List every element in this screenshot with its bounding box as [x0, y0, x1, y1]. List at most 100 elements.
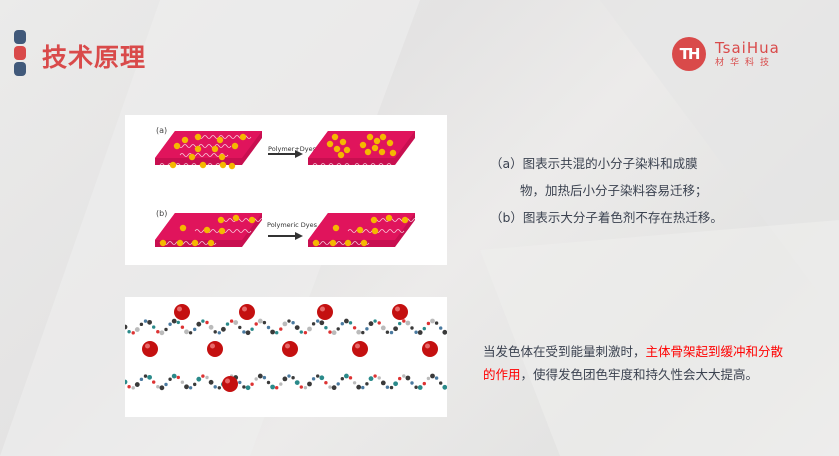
atom [282, 321, 288, 327]
atom [164, 327, 168, 332]
dye-molecule [386, 139, 394, 147]
dye-molecule [203, 226, 211, 234]
atom [250, 327, 254, 331]
logo-name-cn: 材华科技 [715, 57, 776, 68]
atom [303, 330, 308, 335]
atom [238, 380, 242, 385]
atom [257, 318, 263, 324]
atom [159, 385, 165, 391]
dye-molecule [218, 153, 226, 161]
atom [442, 384, 448, 390]
atom [287, 374, 291, 378]
atom [156, 385, 160, 389]
atom [147, 319, 152, 325]
atom [270, 329, 275, 335]
atom [319, 375, 325, 381]
atom [156, 330, 160, 334]
atom [368, 321, 374, 327]
atom [208, 324, 214, 330]
atom [291, 320, 295, 325]
dye-migration-figure: (a) (b) Polymer+Dyes Polymeric Dyes [125, 115, 447, 265]
atom [213, 385, 217, 389]
atom [225, 322, 230, 326]
atom [328, 385, 332, 389]
atom [201, 374, 205, 378]
atom [380, 325, 386, 331]
atom [196, 321, 202, 327]
atom [143, 374, 148, 378]
polymer-chain [354, 163, 396, 167]
dye-molecule [159, 239, 167, 247]
atom [434, 376, 439, 380]
atom [410, 326, 414, 330]
sphere-highlight [320, 306, 325, 312]
description-line-3: （b）图表示大分子着色剂不存在热迁移。 [490, 210, 723, 225]
chromophore-sphere [207, 341, 223, 357]
atom [171, 373, 177, 379]
sphere-highlight [285, 343, 290, 349]
atom [221, 326, 226, 332]
atom [196, 376, 202, 382]
atom [147, 374, 152, 380]
dye-molecule [173, 142, 181, 150]
atom [385, 385, 390, 389]
atom [254, 377, 258, 381]
atom [262, 320, 267, 325]
dye-molecule [371, 227, 379, 235]
title-bar-top [14, 30, 26, 44]
atom [134, 382, 140, 387]
atom [352, 326, 357, 330]
arrow-a-head [295, 150, 303, 158]
dye-molecule [176, 239, 184, 247]
dye-molecule [343, 146, 351, 154]
note-part-1: 当发色体在受到能量刺激时， [483, 344, 646, 359]
dye-molecule [217, 216, 225, 224]
dye-molecule [379, 133, 387, 141]
atom [344, 373, 349, 379]
description-line-1: （a）图表示共混的小分子染料和成膜 [490, 156, 698, 171]
atom [127, 384, 131, 389]
atom [439, 326, 443, 330]
atom [193, 327, 197, 332]
atom [122, 379, 128, 385]
migration-diagram: (a) (b) Polymer+Dyes Polymeric Dyes [155, 126, 430, 247]
atom [434, 321, 439, 325]
dye-molecule [194, 133, 202, 141]
dye-molecule [364, 148, 372, 156]
atom [201, 319, 205, 323]
dye-molecule [359, 141, 367, 149]
atom [336, 327, 340, 331]
dye-molecule [385, 214, 393, 222]
atom [377, 376, 381, 380]
dye-molecule [401, 216, 409, 224]
atom [242, 330, 246, 334]
dye-molecule [326, 140, 334, 148]
atom [152, 325, 156, 329]
atom [250, 382, 254, 386]
atom [294, 325, 300, 331]
atom [213, 330, 217, 334]
arrow-label-b: Polymeric Dyes [267, 221, 318, 229]
atom [356, 329, 362, 335]
atom [275, 331, 279, 335]
description-line-2: 物，加热后小分子染料容易迁移； [520, 183, 708, 198]
atom [417, 330, 423, 335]
atom [279, 327, 283, 331]
atom [414, 330, 418, 334]
dye-molecule [333, 145, 341, 153]
polymer-chain [219, 218, 277, 222]
dye-molecule [239, 133, 247, 141]
atom [164, 382, 168, 387]
dye-molecule [169, 161, 177, 169]
atom [229, 319, 234, 323]
arrow-b-head [295, 232, 303, 240]
atom [422, 326, 426, 331]
atom [262, 375, 267, 380]
atom [402, 319, 406, 323]
sphere-highlight [242, 306, 247, 312]
atom [282, 376, 288, 382]
dye-molecule [199, 161, 207, 169]
atom [426, 321, 431, 326]
polymer-chain [372, 218, 430, 222]
atom [352, 381, 357, 385]
